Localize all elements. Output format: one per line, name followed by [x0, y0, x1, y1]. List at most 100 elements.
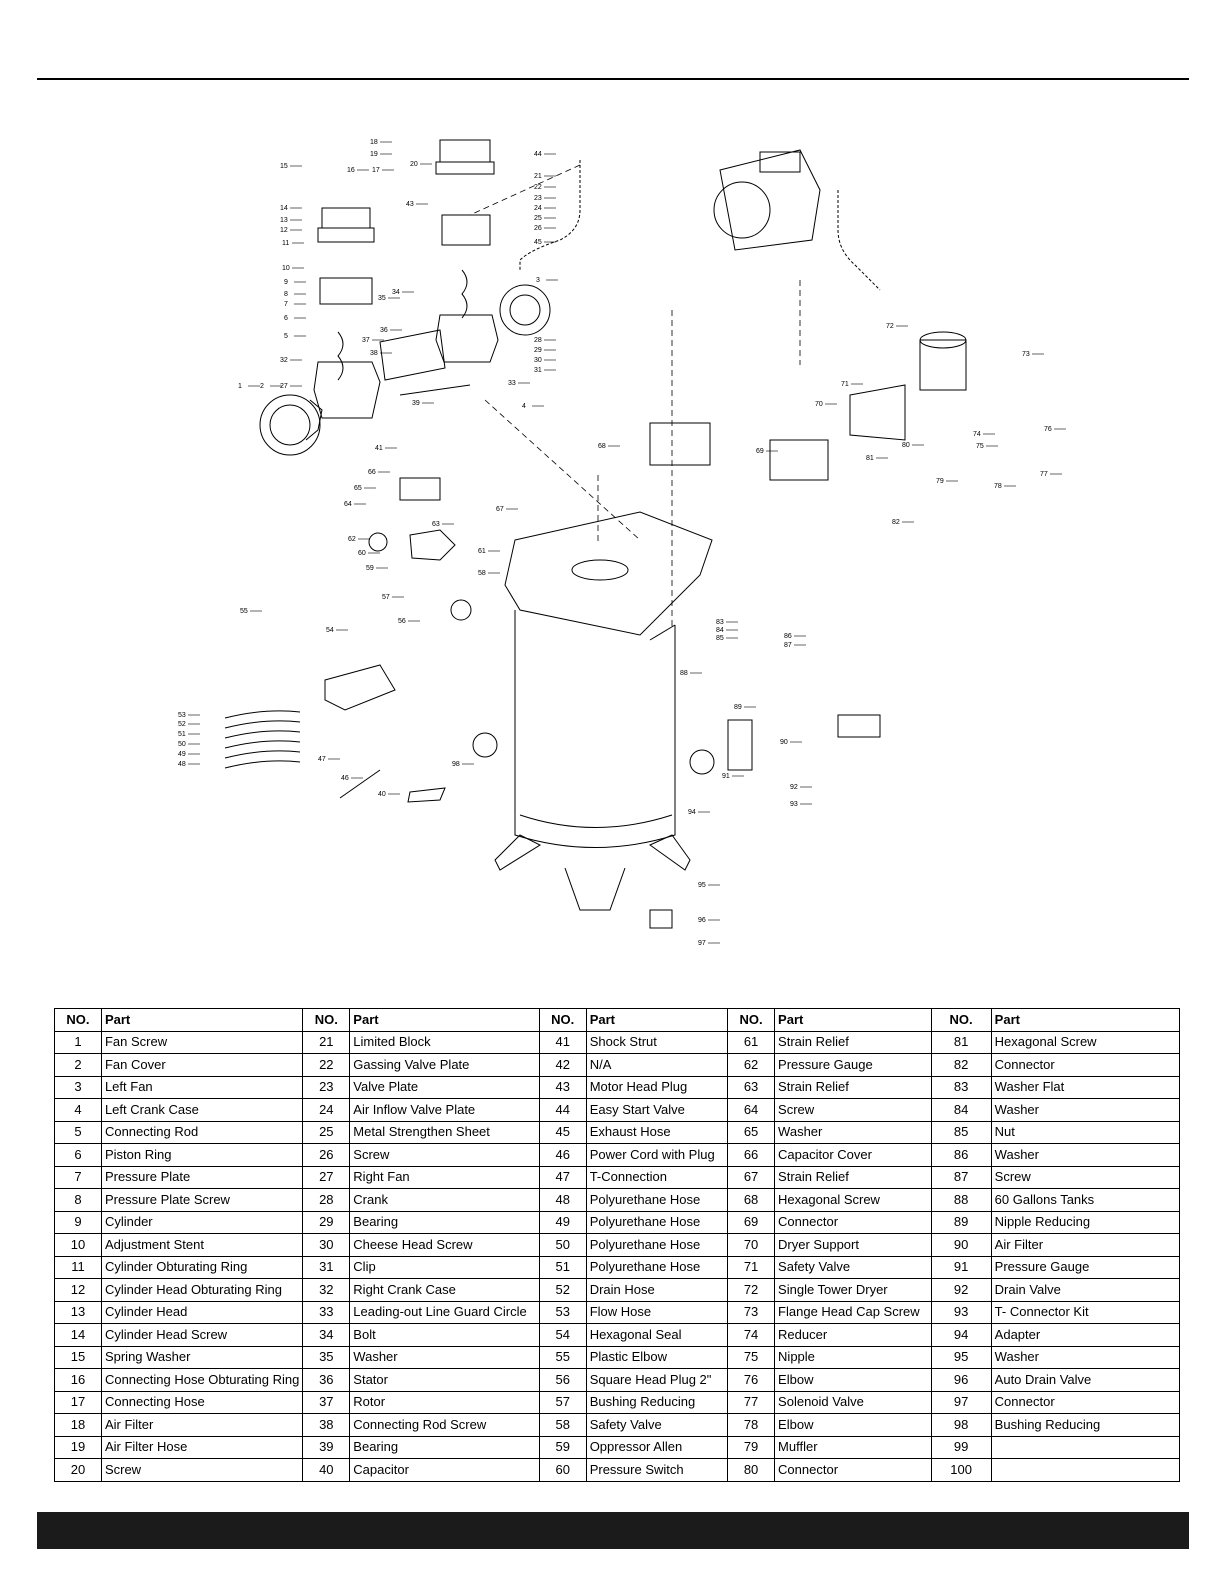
- part-name: Screw: [774, 1098, 932, 1122]
- part-number: 36: [302, 1368, 351, 1392]
- part-name: Washer: [990, 1143, 1181, 1167]
- callout-number: 68: [598, 443, 606, 450]
- part-number: 21: [302, 1030, 351, 1054]
- part-name: Hexagonal Screw: [990, 1030, 1181, 1054]
- callout-number: 73: [1022, 351, 1030, 358]
- part-name: Pressure Gauge: [774, 1053, 932, 1077]
- callout-number: 90: [780, 739, 788, 746]
- part-number: 66: [727, 1143, 776, 1167]
- callout-number: 6: [284, 315, 288, 322]
- part-number: 40: [302, 1458, 351, 1482]
- callout-number: 30: [534, 357, 542, 364]
- callout-number: 32: [280, 357, 288, 364]
- part-name: Air Filter: [990, 1233, 1181, 1257]
- callout-number: 75: [976, 443, 984, 450]
- part-name: Square Head Plug 2": [585, 1368, 729, 1392]
- part-name: Connecting Hose: [100, 1390, 304, 1414]
- cylinder-head-shape: [321, 207, 371, 229]
- part-number: 14: [54, 1323, 102, 1347]
- callout-number: 45: [534, 239, 542, 246]
- part-number: 1: [54, 1030, 102, 1054]
- part-number: 50: [538, 1233, 587, 1257]
- callout-number: 10: [282, 265, 290, 272]
- part-name: Polyurethane Hose: [585, 1233, 729, 1257]
- part-name: Clip: [349, 1255, 540, 1279]
- part-name: Strain Relief: [774, 1030, 932, 1054]
- part-number: 43: [538, 1075, 587, 1099]
- callout-number: 41: [375, 445, 383, 452]
- part-number: 34: [302, 1323, 351, 1347]
- part-number: 13: [54, 1300, 102, 1324]
- callout-number: 47: [318, 756, 326, 763]
- callout-number: 20: [410, 161, 418, 168]
- part-name: Rotor: [349, 1390, 540, 1414]
- part-number: 12: [54, 1278, 102, 1302]
- part-name: Hexagonal Screw: [774, 1188, 932, 1212]
- part-name: Right Crank Case: [349, 1278, 540, 1302]
- part-number: 60: [538, 1458, 587, 1482]
- part-name: Pressure Gauge: [990, 1255, 1181, 1279]
- part-name: Pressure Plate Screw: [100, 1188, 304, 1212]
- part-name: Pressure Plate: [100, 1165, 304, 1189]
- part-name: Air Filter: [100, 1413, 304, 1437]
- footer-bar: [37, 1512, 1189, 1549]
- part-number: 73: [727, 1300, 776, 1324]
- header-part: Part: [100, 1008, 304, 1032]
- callout-number: 70: [815, 401, 823, 408]
- header-no: NO.: [727, 1008, 776, 1032]
- callout-number: 78: [994, 483, 1002, 490]
- callout-number: 88: [680, 670, 688, 677]
- part-number: 67: [727, 1165, 776, 1189]
- part-name: Piston Ring: [100, 1143, 304, 1167]
- part-name: 60 Gallons Tanks: [990, 1188, 1181, 1212]
- part-number: 69: [727, 1210, 776, 1234]
- part-number: 9: [54, 1210, 102, 1234]
- part-number: 23: [302, 1075, 351, 1099]
- cylinder-shape: [319, 277, 373, 305]
- part-number: 59: [538, 1435, 587, 1459]
- exhaust-hose-shape: [519, 160, 581, 270]
- part-name: T- Connector Kit: [990, 1300, 1181, 1324]
- part-number: 18: [54, 1413, 102, 1437]
- callout-number: 44: [534, 151, 542, 158]
- part-name: Air Inflow Valve Plate: [349, 1098, 540, 1122]
- part-number: 99: [930, 1435, 992, 1459]
- part-number: 75: [727, 1345, 776, 1369]
- square-head-plug-shape: [450, 599, 472, 621]
- part-number: 49: [538, 1210, 587, 1234]
- part-name: Connecting Rod: [100, 1120, 304, 1144]
- part-number: 53: [538, 1300, 587, 1324]
- power-cord-shape: [339, 769, 381, 799]
- part-number: 35: [302, 1345, 351, 1369]
- right-fan-shape: [305, 399, 323, 441]
- callout-number: 21: [534, 173, 542, 180]
- callout-number: 13: [280, 217, 288, 224]
- callout-number: 25: [534, 215, 542, 222]
- part-number: 89: [930, 1210, 992, 1234]
- shock-strut-bracket: [324, 664, 396, 711]
- part-number: 27: [302, 1165, 351, 1189]
- stator-shape: [379, 329, 446, 381]
- callout-number: 18: [370, 139, 378, 146]
- part-name: Connecting Hose Obturating Ring: [100, 1368, 304, 1392]
- part-number: 16: [54, 1368, 102, 1392]
- part-name: T-Connection: [585, 1165, 729, 1189]
- part-number: 90: [930, 1233, 992, 1257]
- callout-number: 43: [406, 201, 414, 208]
- header-no: NO.: [302, 1008, 351, 1032]
- part-name: Flange Head Cap Screw: [774, 1300, 932, 1324]
- callout-number: 98: [452, 761, 460, 768]
- part-name: Connecting Rod Screw: [349, 1413, 540, 1437]
- part-number: 20: [54, 1458, 102, 1482]
- header-part: Part: [990, 1008, 1181, 1032]
- callout-number: 22: [534, 184, 542, 191]
- part-number: 22: [302, 1053, 351, 1077]
- callout-number: 51: [178, 731, 186, 738]
- part-number: 2: [54, 1053, 102, 1077]
- bracket-right-shape: [837, 714, 881, 738]
